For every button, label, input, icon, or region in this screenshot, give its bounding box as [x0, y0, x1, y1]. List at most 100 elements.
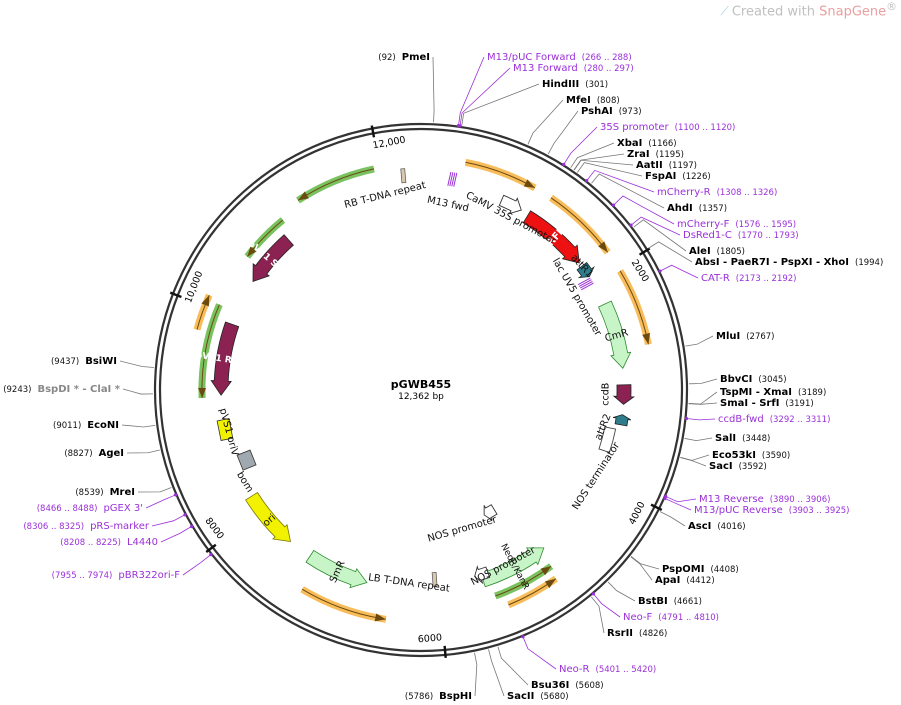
site-saci[interactable]: SacI(3592): [680, 457, 767, 472]
label-coord: (1197): [669, 161, 697, 171]
feature-m13-fwd[interactable]: [447, 171, 458, 187]
site-pmei[interactable]: (92) PmeI: [378, 52, 435, 123]
label-coord: (5401 .. 5420): [596, 665, 657, 675]
feature-pvs1-oriv[interactable]: [216, 418, 234, 441]
site-bsu36i[interactable]: Bsu36I(5608): [497, 646, 604, 691]
tick-2000: [638, 247, 651, 256]
site-bsiwi[interactable]: (9437)BsiWI: [51, 356, 154, 368]
site-agei[interactable]: (8827)AgeI: [64, 448, 160, 459]
site-xbai[interactable]: XbaI(1166): [570, 138, 677, 168]
label-coord: (9243): [3, 385, 31, 395]
label-text: M13 Forward(280 .. 297): [513, 63, 634, 74]
plasmid-name: pGWB455: [391, 378, 451, 391]
orf-arc: [193, 293, 213, 331]
primer-neo-r[interactable]: Neo-R(5401 .. 5420): [521, 635, 656, 675]
site-sali[interactable]: SalI(3448): [684, 433, 771, 444]
feature-ccdb[interactable]: ccdB: [600, 383, 636, 406]
orf-arcs: [193, 158, 652, 623]
primer-mcherry-f[interactable]: mCherry-F(1576 .. 1595): [611, 195, 796, 230]
primer-cat-r[interactable]: CAT-R(2173 .. 2192): [658, 264, 797, 284]
label-coord: (8466 .. 8488): [37, 504, 98, 514]
feature-rb-t-dna-repeat[interactable]: [400, 168, 407, 184]
feature-cmr[interactable]: CmR: [598, 300, 632, 370]
label-text: MluI(2767): [716, 331, 774, 342]
label-name: PmeI: [402, 52, 430, 63]
label-name: TspMI - XmaI: [720, 387, 792, 398]
label-coord: (1357): [699, 204, 727, 214]
feature-nos-promoter-2[interactable]: [474, 565, 491, 585]
site-rsrii[interactable]: RsrII(4826): [591, 596, 667, 639]
label-coord: (1308 .. 1326): [717, 188, 778, 198]
site-mrei[interactable]: (8539)MreI: [75, 487, 172, 498]
label-name: pBR322ori-F: [118, 570, 180, 581]
site-asci[interactable]: AscI(4016): [659, 511, 746, 532]
watermark-mark: ®: [886, 0, 897, 13]
site-hindiii[interactable]: HindIII(301): [461, 79, 608, 126]
feature-smr[interactable]: SmR: [305, 549, 368, 589]
label-name: AhdI: [667, 203, 693, 214]
site-pshai[interactable]: PshAI(973): [547, 106, 642, 155]
site-econi[interactable]: (9011)EcoNI: [53, 420, 156, 431]
feature-lac-uv5-promoter[interactable]: [577, 277, 594, 291]
primer-prs-marker[interactable]: (8306 .. 8325)pRS-marker: [23, 513, 187, 532]
label-text: mCherry-F(1576 .. 1595): [677, 219, 796, 230]
label-name: CAT-R: [701, 273, 730, 284]
primer-pgex-3[interactable]: (8466 .. 8488)pGEX 3': [37, 493, 178, 514]
primer-35s-promoter[interactable]: 35S promoter(1100 .. 1120): [562, 122, 735, 166]
feature-attr1[interactable]: [576, 261, 595, 279]
site-bstbi[interactable]: BstBI(4661): [607, 581, 702, 607]
label-coord: (3592): [739, 462, 767, 472]
label-name: mCherry-F: [677, 219, 730, 230]
label-coord: (4826): [639, 629, 667, 639]
primer-mcherry-r[interactable]: mCherry-R(1308 .. 1326): [585, 169, 778, 198]
feature-attr2[interactable]: [612, 414, 632, 427]
primer-m13-forward[interactable]: M13 Forward(280 .. 297): [458, 63, 634, 128]
site-apai[interactable]: ApaI(4412): [630, 556, 715, 586]
label-name: M13/pUC Reverse: [694, 505, 783, 516]
site-alei[interactable]: AleI(1805): [633, 219, 745, 257]
label-text: ApaI(4412): [655, 575, 715, 586]
label-text: (9011)EcoNI: [53, 420, 119, 431]
primer-ccdb-fwd[interactable]: ccdB-fwd(3292 .. 3311): [684, 414, 831, 425]
backbone-outer-strand: [153, 122, 689, 658]
feature-nos-terminator[interactable]: [598, 426, 617, 454]
site-eco53ki[interactable]: Eco53kI(3590): [680, 450, 790, 461]
label-text: SacII(5680): [507, 691, 569, 702]
primer-m13-puc-reverse[interactable]: M13/pUC Reverse(3903 .. 3925): [663, 496, 849, 516]
site-fspai[interactable]: FspAI(1226): [577, 162, 711, 182]
label-coord: (92): [378, 53, 395, 63]
label-name: M13 Forward: [513, 63, 578, 74]
label-text: SacI(3592): [709, 461, 767, 472]
site-mfei[interactable]: MfeI(808): [527, 95, 620, 145]
feature-nos-promoter-1[interactable]: [483, 504, 498, 521]
label-text: ccdB-fwd(3292 .. 3311): [718, 414, 830, 425]
site-bspdi-clai[interactable]: (9243)BspDI * - ClaI *: [3, 384, 154, 395]
feature-ori[interactable]: ori: [245, 491, 291, 543]
primer-pbr322ori-f[interactable]: (7955 .. 7974)pBR322ori-F: [52, 553, 213, 581]
label-coord: (3890 .. 3906): [770, 495, 831, 505]
site-absi-paer7i-pspxi-xhoi[interactable]: AbsI - PaeR7I - PspXI - XhoI(1994): [648, 241, 883, 268]
label-coord: (1226): [682, 172, 710, 182]
site-pspomi[interactable]: PspOMI(4408): [630, 556, 739, 575]
site-bsphi[interactable]: (5786)BspHI: [405, 652, 478, 702]
primer-dsred1-c[interactable]: DsRed1-C(1770 .. 1793): [629, 216, 799, 241]
primer-neo-f[interactable]: Neo-F(4791 .. 4810): [591, 592, 719, 623]
site-mlui[interactable]: MluI(2767): [685, 331, 774, 347]
label-text: Bsu36I(5608): [531, 680, 604, 691]
feature-camv-35s-promoter-0[interactable]: [498, 194, 522, 215]
site-sacii[interactable]: SacII(5680): [488, 649, 569, 702]
label-name: Neo-F: [623, 612, 653, 623]
primer-l4440[interactable]: (8208 .. 8225)L4440: [60, 524, 194, 548]
primer-m13-reverse[interactable]: M13 Reverse(3890 .. 3906): [664, 494, 830, 505]
feature-lb-t-dna-repeat[interactable]: [431, 572, 438, 588]
feature-label-m13-fwd: M13 fwd: [426, 195, 470, 215]
label-name: MluI: [716, 331, 740, 342]
feature-bom[interactable]: [236, 449, 257, 471]
label-text: (7955 .. 7974)pBR322ori-F: [52, 570, 181, 581]
site-aatii[interactable]: AatII(1197): [573, 159, 697, 171]
orf-arc: [507, 575, 558, 609]
site-smai-srfi[interactable]: SmaI - SrfI(3191): [688, 398, 814, 409]
site-ahdi[interactable]: AhdI (1357): [591, 173, 727, 214]
site-bbvci[interactable]: BbvCI(3045): [688, 374, 787, 385]
feature-pvs1-staa[interactable]: pVS1 StaA: [246, 234, 294, 283]
